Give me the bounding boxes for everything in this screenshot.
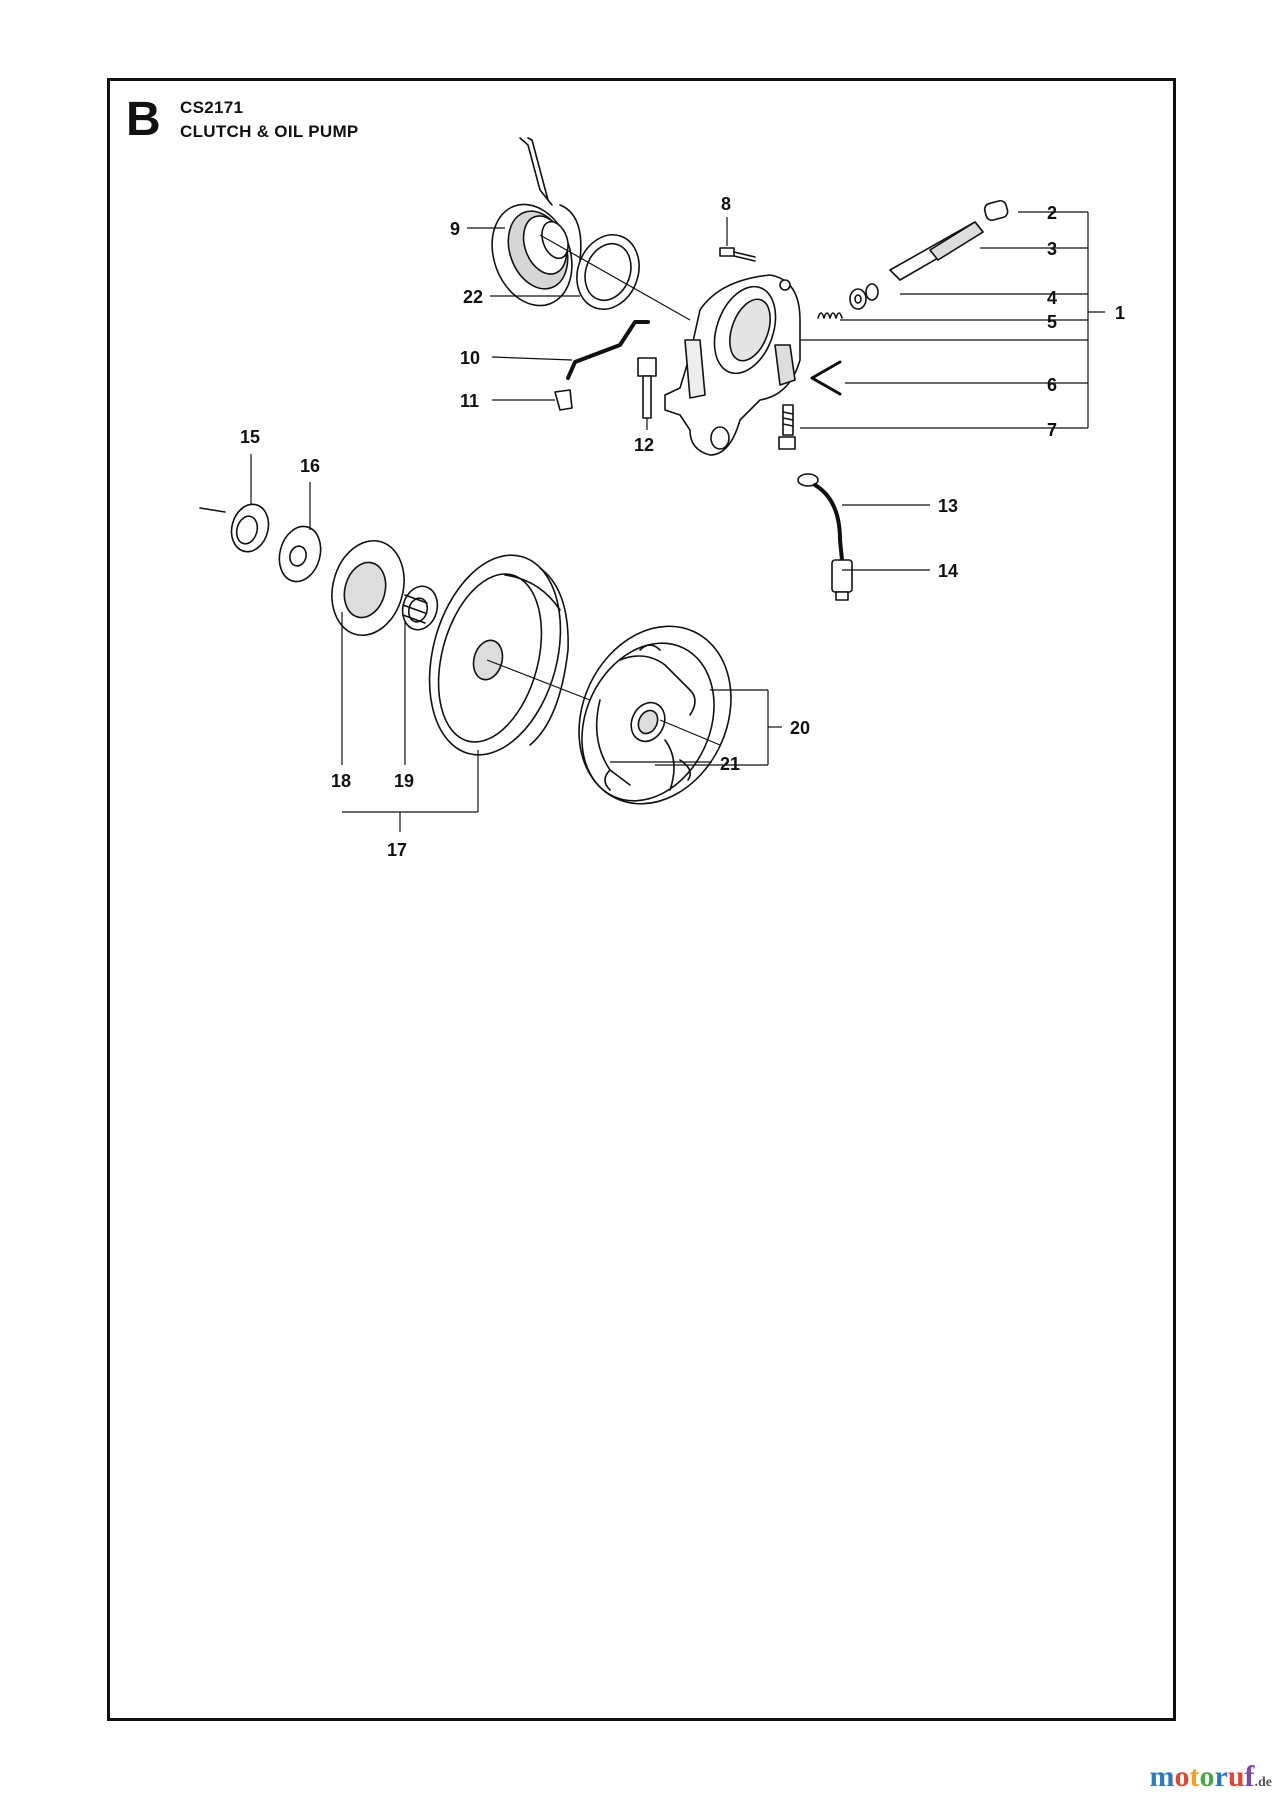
part-11-seal xyxy=(554,389,573,411)
diagram-title: CLUTCH & OIL PUMP xyxy=(180,122,359,141)
part-15-circlip xyxy=(199,503,270,553)
part-5-spring xyxy=(817,312,843,319)
callout-7: 7 xyxy=(1047,420,1057,440)
watermark-logo: motoruf.de xyxy=(1149,1760,1272,1793)
callout-16: 16 xyxy=(300,456,320,476)
part-4-washer xyxy=(849,283,879,310)
part-9-drive-gear xyxy=(491,137,582,307)
part-14-filter xyxy=(831,559,853,601)
part-7-adjuster-screw xyxy=(778,404,796,450)
part-12-nipple xyxy=(637,357,657,419)
callout-1: 1 xyxy=(1115,303,1125,323)
part-22-ring xyxy=(576,234,640,310)
callout-18: 18 xyxy=(331,771,351,791)
callout-10: 10 xyxy=(460,348,480,368)
callout-19: 19 xyxy=(394,771,414,791)
oil-pump-housing xyxy=(664,274,801,456)
part-18-rim-sprocket xyxy=(331,539,405,637)
callout-13: 13 xyxy=(938,496,958,516)
section-letter: B xyxy=(126,93,161,146)
callout-2: 2 xyxy=(1047,203,1057,223)
clutch-assembly xyxy=(578,625,732,805)
model-code: CS2171 xyxy=(180,98,244,117)
part-2-cap xyxy=(983,199,1009,221)
part-6-bracket xyxy=(810,360,842,396)
callout-22: 22 xyxy=(463,287,483,307)
callout-12: 12 xyxy=(634,435,654,455)
part-3-plunger xyxy=(889,221,984,281)
callout-15: 15 xyxy=(240,427,260,447)
callout-17: 17 xyxy=(387,840,407,860)
part-16-washer xyxy=(278,525,322,583)
part-19-needle-bearing xyxy=(401,585,439,631)
callout-14: 14 xyxy=(938,561,958,581)
part-8-screw xyxy=(719,247,756,262)
callout-8: 8 xyxy=(721,194,731,214)
callout-21: 21 xyxy=(720,754,740,774)
callout-5: 5 xyxy=(1047,312,1057,332)
callout-6: 6 xyxy=(1047,375,1057,395)
callout-9: 9 xyxy=(450,219,460,239)
callout-11: 11 xyxy=(460,391,479,411)
callout-3: 3 xyxy=(1047,239,1057,259)
callout-4: 4 xyxy=(1047,288,1057,308)
clutch-drum xyxy=(428,554,569,756)
part-10-pipe xyxy=(566,320,650,380)
callout-20: 20 xyxy=(790,718,810,738)
part-13-oil-hose xyxy=(797,473,844,562)
diagram-frame xyxy=(107,78,1176,1721)
